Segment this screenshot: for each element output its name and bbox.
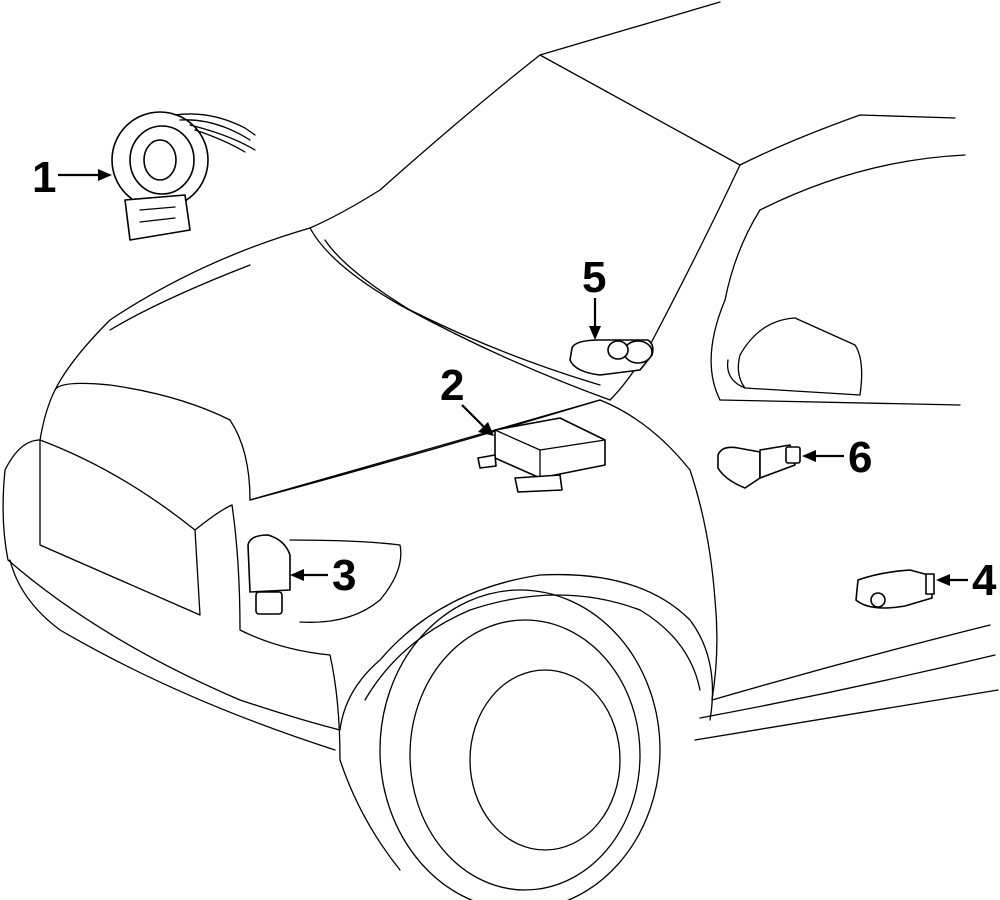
callout-2-label: 2 bbox=[440, 361, 464, 410]
callout-3: 3 bbox=[290, 551, 356, 600]
callout-1-label: 1 bbox=[32, 153, 56, 202]
part-1-spiral-cable bbox=[111, 111, 256, 241]
callout-4-label: 4 bbox=[972, 556, 997, 605]
part-5-occupant-sensor bbox=[569, 339, 654, 376]
part-6-sensor-connector bbox=[717, 444, 801, 489]
callout-2-leader bbox=[461, 404, 486, 429]
part-4-side-impact-sensor bbox=[855, 569, 935, 609]
callout-4-arrowhead bbox=[936, 574, 950, 586]
front-wheel bbox=[379, 589, 661, 900]
part-3-front-impact-sensor bbox=[247, 534, 291, 615]
part-2-airbag-control-module bbox=[477, 417, 606, 493]
callout-1: 1 bbox=[32, 153, 112, 202]
callout-6: 6 bbox=[802, 433, 872, 482]
callout-3-label: 3 bbox=[332, 551, 356, 600]
callout-2-arrowhead bbox=[478, 422, 494, 436]
callout-6-label: 6 bbox=[848, 433, 872, 482]
callout-1-arrowhead bbox=[98, 169, 112, 181]
callout-5-arrowhead bbox=[589, 326, 601, 340]
vehicle-body bbox=[2, 1, 999, 871]
callout-3-arrowhead bbox=[290, 569, 304, 581]
callout-6-arrowhead bbox=[802, 450, 816, 462]
callout-2: 2 bbox=[440, 361, 494, 436]
callout-5: 5 bbox=[582, 253, 606, 340]
callout-5-label: 5 bbox=[582, 253, 606, 302]
callout-4: 4 bbox=[936, 556, 997, 605]
